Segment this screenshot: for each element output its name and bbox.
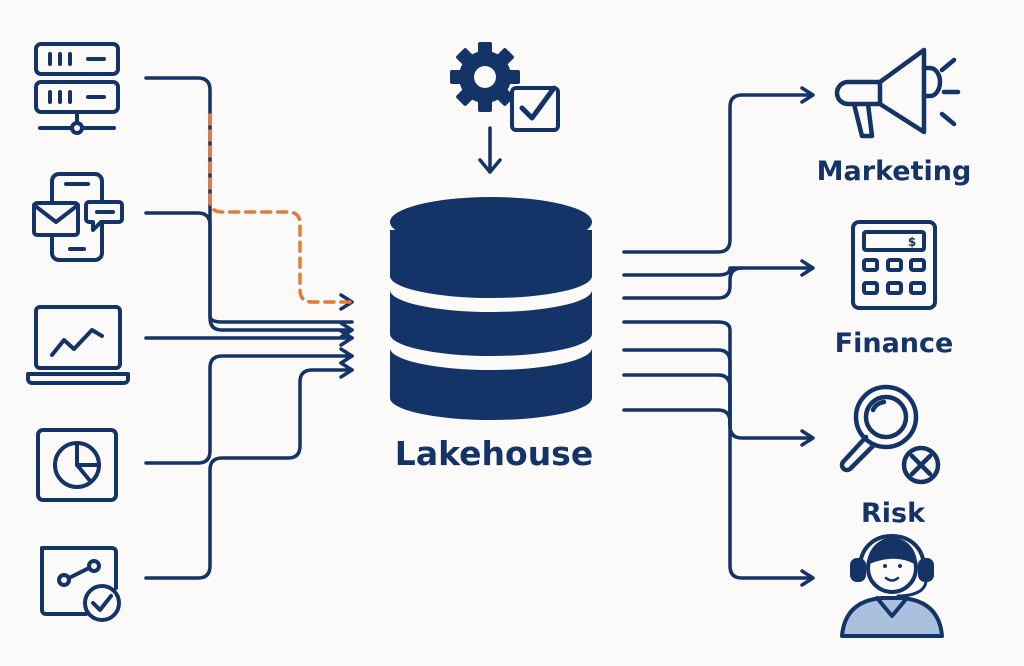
magnifier-x-icon [839, 384, 941, 485]
gear-check-icon [450, 42, 560, 132]
pie-chart-icon [36, 428, 118, 502]
outbound-connectors [622, 86, 815, 587]
svg-text:$: $ [908, 235, 916, 249]
laptop-chart-icon [26, 305, 130, 385]
megaphone-icon [834, 47, 961, 139]
finance-label: Finance [834, 328, 954, 359]
support-agent-icon [840, 534, 944, 638]
inbound-connectors [144, 76, 354, 580]
calculator-icon: $ [851, 220, 937, 310]
lakehouse-label: Lakehouse [394, 434, 594, 473]
marketing-label: Marketing [816, 156, 972, 187]
database-icon [390, 197, 592, 420]
workflow-check-icon [40, 546, 121, 622]
risk-label: Risk [860, 498, 926, 529]
phone-mail-chat-icon [32, 172, 124, 262]
dashed-flow-path [208, 113, 352, 304]
server-rack-icon [34, 42, 120, 135]
governance-arrow [478, 126, 502, 174]
